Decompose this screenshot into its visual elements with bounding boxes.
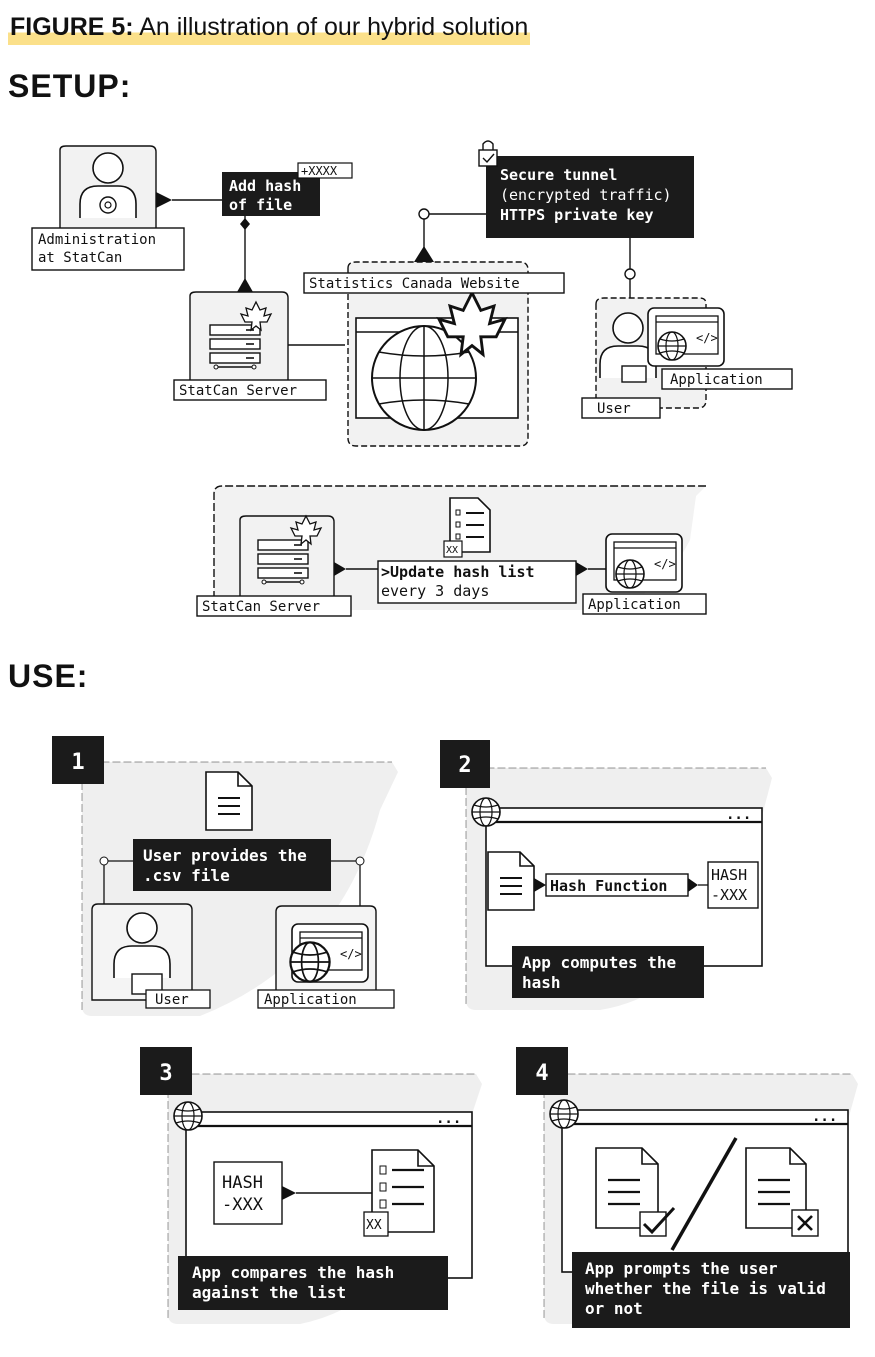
user-app-node: Application User xyxy=(581,297,793,419)
step-3-hash-2: -XXX xyxy=(222,1195,264,1215)
secure-tunnel-box: Secure tunnel (encrypted traffic) HTTPS … xyxy=(478,140,694,238)
admin-node: Administration at StatCan xyxy=(31,145,185,271)
globe-icon xyxy=(549,1099,579,1129)
checkmark-icon xyxy=(642,1206,676,1235)
globe-icon xyxy=(371,325,477,431)
use-heading: USE: xyxy=(8,658,89,694)
user-label: User xyxy=(597,401,631,417)
add-hash-line-1: Add hash xyxy=(229,177,301,195)
valid-file-icon xyxy=(595,1147,676,1237)
window-dots: ... xyxy=(726,807,751,823)
hash-box-line-2: -XXX xyxy=(711,886,747,904)
globe-icon xyxy=(289,941,331,983)
update-line-2: every 3 days xyxy=(381,582,489,600)
csv-file-icon xyxy=(205,771,253,831)
step-1-line-2: .csv file xyxy=(143,866,230,885)
step-4-number: 4 xyxy=(535,1061,548,1086)
server-icon xyxy=(257,539,309,585)
step-2-number: 2 xyxy=(458,753,471,778)
add-hash-line-2: of file xyxy=(229,196,292,214)
x-mark-icon xyxy=(797,1215,813,1231)
statcan-server-node: StatCan Server xyxy=(173,291,327,401)
tunnel-line-2: (encrypted traffic) xyxy=(500,186,672,204)
step-3-list-tag: XX xyxy=(366,1218,382,1233)
website-label: Statistics Canada Website xyxy=(309,276,520,292)
add-hash-box: Add hash of file +XXXX xyxy=(222,162,353,216)
website-node: Statistics Canada Website xyxy=(303,246,565,447)
hash-function-label: Hash Function xyxy=(550,877,667,895)
window-dots: ... xyxy=(436,1111,461,1127)
hash-list-doc-icon: XX xyxy=(363,1149,435,1237)
lock-icon xyxy=(478,140,498,167)
globe-icon xyxy=(471,797,501,827)
globe-icon xyxy=(657,331,687,361)
app-label: Application xyxy=(670,372,763,388)
laptop-icon xyxy=(621,365,647,383)
update-server-label: StatCan Server xyxy=(202,599,320,615)
globe-icon xyxy=(615,559,645,589)
admin-label-1: Administration xyxy=(38,232,156,248)
update-line-1: >Update hash list xyxy=(381,563,535,581)
step-3-line-1: App compares the hash xyxy=(192,1263,394,1282)
step-1-user-label: User xyxy=(155,992,189,1008)
invalid-file-icon xyxy=(745,1147,819,1237)
use-step-1: 1 User provides the .csv file User Appli… xyxy=(52,736,398,1016)
step-1-number: 1 xyxy=(71,750,84,775)
app-icon xyxy=(605,533,683,593)
globe-icon xyxy=(173,1101,203,1131)
update-app-label: Application xyxy=(588,597,681,613)
step-3-hash-1: HASH xyxy=(222,1173,263,1193)
step-4-line-1: App prompts the user xyxy=(585,1259,778,1278)
hash-tag: +XXXX xyxy=(301,164,338,178)
step-4-line-3: or not xyxy=(585,1299,643,1318)
step-2-line-2: hash xyxy=(522,973,561,992)
step-3-number: 3 xyxy=(159,1061,172,1086)
update-doc-tag: XX xyxy=(446,545,458,556)
step-1-app-label: Application xyxy=(264,992,357,1008)
tunnel-line-3: HTTPS private key xyxy=(500,206,654,224)
file-icon xyxy=(487,851,535,911)
divider-slash xyxy=(670,1137,738,1251)
window-dots: ... xyxy=(812,1109,837,1125)
tunnel-line-1: Secure tunnel xyxy=(500,166,617,184)
setup-heading: SETUP: xyxy=(8,68,132,104)
step-2-line-1: App computes the xyxy=(522,953,676,972)
app-icon xyxy=(647,307,725,367)
hash-box-line-1: HASH xyxy=(711,866,747,884)
server-label: StatCan Server xyxy=(179,383,297,399)
admin-label-2: at StatCan xyxy=(38,250,122,266)
use-step-4: 4 ... App prompts the user whether the f… xyxy=(516,1047,858,1328)
hash-list-doc-icon: XX xyxy=(443,497,491,558)
use-step-2: 2 ... Hash Function HASH -XXX App comput… xyxy=(440,740,772,1010)
figure-title: FIGURE 5: An illustration of our hybrid … xyxy=(8,12,531,45)
step-3-line-2: against the list xyxy=(192,1283,346,1302)
step-4-line-2: whether the file is valid xyxy=(585,1279,826,1298)
step-1-line-1: User provides the xyxy=(143,846,307,865)
figure-caption: An illustration of our hybrid solution xyxy=(139,13,529,41)
figure-label: FIGURE 5: xyxy=(10,13,134,41)
server-icon xyxy=(209,324,261,370)
use-step-3: 3 ... HASH -XXX XX App compares the hash… xyxy=(140,1047,482,1324)
update-panel: StatCan Server >Update hash list every 3… xyxy=(196,485,707,617)
